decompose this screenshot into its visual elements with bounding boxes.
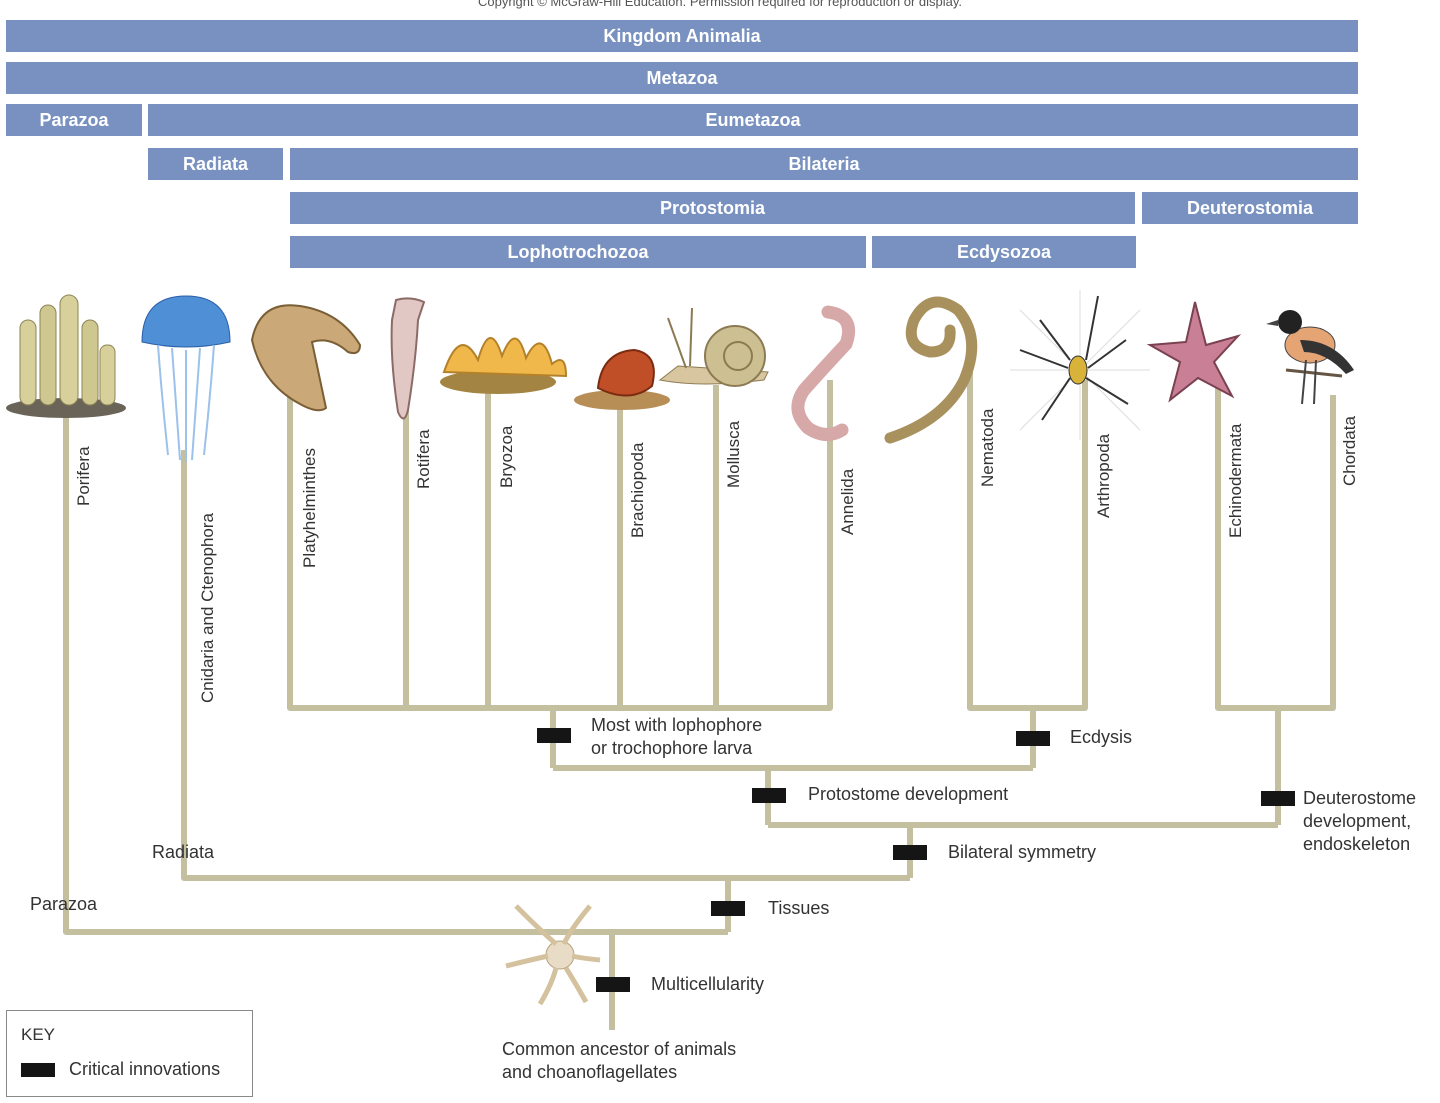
- bryozoan-illustration: [440, 337, 568, 394]
- group-bar-ecdysozoa: Ecdysozoa: [872, 236, 1136, 268]
- sponge-illustration: [6, 294, 126, 418]
- group-bar-metazoa: Metazoa: [6, 62, 1358, 94]
- jellyfish-illustration: [141, 295, 231, 462]
- common-ancestor-line1: Common ancestor of animals: [502, 1039, 737, 1059]
- group-bar-lophotrochozoa: Lophotrochozoa: [290, 236, 866, 268]
- taxon-label-echinodermata: Echinodermata: [1226, 423, 1245, 538]
- common-ancestor-line2: and choanoflagellates: [502, 1062, 678, 1082]
- innovation-label-deuterostome-line2: development,: [1303, 811, 1412, 831]
- innovation-label-lophophore-line2: or trochophore larva: [591, 738, 753, 758]
- innovation-marker-ecdysis: [1016, 731, 1050, 746]
- starfish-illustration: [1146, 301, 1242, 403]
- copyright-notice: Copyright © McGraw-Hill Education. Permi…: [477, 0, 963, 9]
- innovation-marker-deuterostome: [1261, 791, 1295, 806]
- key-title: KEY: [21, 1025, 56, 1044]
- innovation-label-protostome: Protostome development: [808, 784, 1009, 804]
- group-bar-kingdom-animalia: Kingdom Animalia: [6, 20, 1358, 52]
- group-bar-deuterostomia: Deuterostomia: [1142, 192, 1358, 224]
- innovation-markers: [537, 728, 1295, 992]
- earthworm-illustration: [791, 305, 856, 441]
- taxon-label-platyhelminthes: Platyhelminthes: [300, 447, 319, 568]
- taxon-label-nematoda: Nematoda: [978, 408, 997, 487]
- common-ancestor-label: Common ancestor of animals and choanofla…: [502, 1038, 736, 1084]
- taxon-label-arthropoda: Arthropoda: [1094, 433, 1113, 518]
- taxon-label-annelida: Annelida: [838, 468, 857, 535]
- group-bar-radiata: Radiata: [148, 148, 283, 180]
- innovation-marker-multicellularity: [596, 977, 630, 992]
- key-box: KEY Critical innovations: [6, 1010, 253, 1097]
- innovation-marker-protostome: [752, 788, 786, 803]
- rotifer-illustration: [390, 297, 426, 420]
- taxon-label-cnidaria-ctenophora: Cnidaria and Ctenophora: [198, 513, 217, 703]
- spider-illustration: [1010, 290, 1150, 440]
- key-innovation-label: Critical innovations: [69, 1059, 221, 1079]
- innovation-label-tissues: Tissues: [768, 898, 830, 918]
- choanoflagellate-colony-illustration: [505, 904, 601, 1006]
- innovation-label-lophophore-line1: Most with lophophore: [591, 715, 763, 735]
- innovation-label-deuterostome-line3: endoskeleton: [1303, 834, 1411, 854]
- innovation-marker-bilateral: [893, 845, 927, 860]
- flatworm-illustration: [250, 304, 362, 412]
- branch-label-radiata: Radiata: [152, 842, 215, 862]
- taxon-label-brachiopoda: Brachiopoda: [628, 442, 647, 538]
- taxon-label-chordata: Chordata: [1340, 416, 1359, 486]
- innovation-label-deuterostome-line1: Deuterostome: [1303, 788, 1417, 808]
- branch-lines: [63, 350, 1336, 1030]
- taxon-label-bryozoa: Bryozoa: [497, 425, 516, 488]
- innovation-marker-tissues: [711, 901, 745, 916]
- brachiopod-illustration: [574, 348, 670, 410]
- roundworm-illustration: [884, 296, 978, 444]
- innovation-label-bilateral: Bilateral symmetry: [948, 842, 1097, 862]
- group-bar-protostomia: Protostomia: [290, 192, 1135, 224]
- innovation-marker-lophophore: [537, 728, 571, 743]
- group-bar-eumetazoa: Eumetazoa: [148, 104, 1358, 136]
- branch-label-parazoa: Parazoa: [30, 894, 98, 914]
- innovation-label-lophophore: Most with lophophore or trochophore larv…: [591, 714, 762, 760]
- key-innovation-swatch: [21, 1063, 55, 1077]
- taxon-label-mollusca: Mollusca: [724, 420, 743, 488]
- innovation-label-multicellularity: Multicellularity: [651, 974, 765, 994]
- taxon-label-porifera: Porifera: [74, 446, 93, 506]
- bird-illustration: [1266, 310, 1354, 405]
- snail-illustration: [658, 307, 769, 387]
- group-bar-parazoa: Parazoa: [6, 104, 142, 136]
- group-bar-bilateria: Bilateria: [290, 148, 1358, 180]
- innovation-label-ecdysis: Ecdysis: [1070, 727, 1133, 747]
- taxon-label-rotifera: Rotifera: [414, 429, 433, 489]
- innovation-label-deuterostome: Deuterostome development, endoskeleton: [1303, 787, 1416, 856]
